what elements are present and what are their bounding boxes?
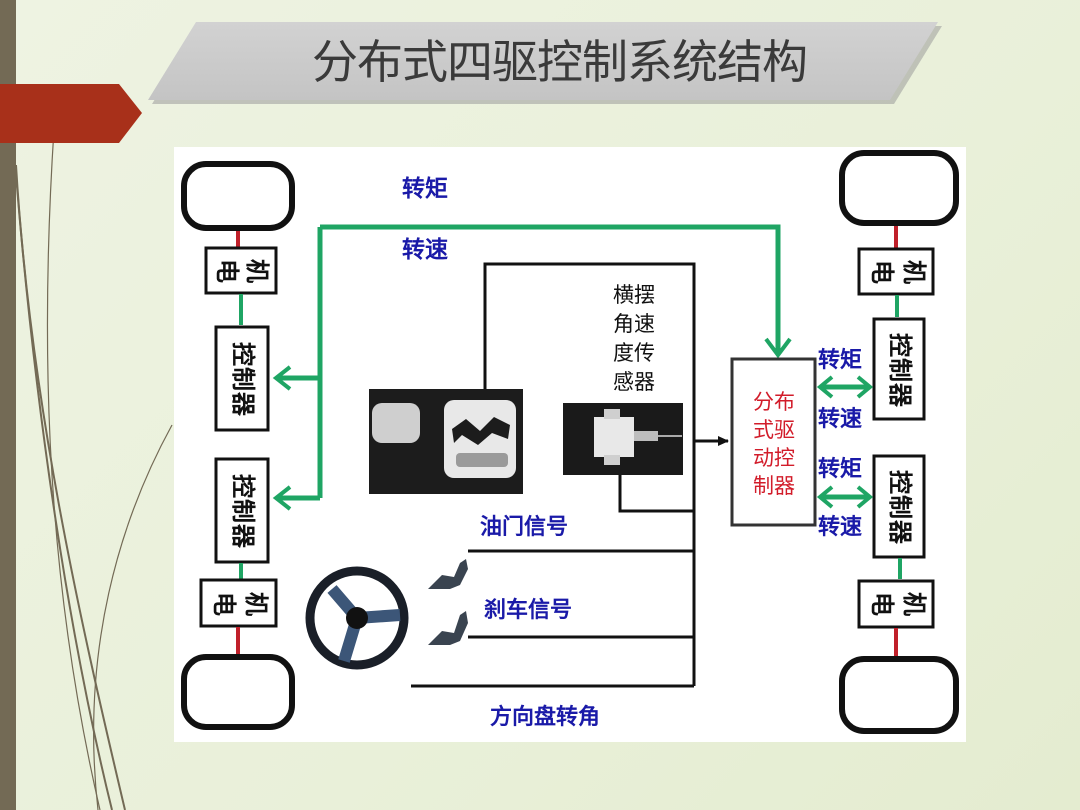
- svg-text:制: 制: [229, 367, 257, 391]
- right-rear-controller: 控 制 器: [872, 454, 926, 559]
- label-speed-top: 转速: [402, 236, 448, 263]
- svg-text:机: 机: [242, 592, 270, 616]
- svg-text:机: 机: [900, 260, 928, 284]
- left-front-wheel: [181, 161, 295, 231]
- label-steering-angle: 方向盘转角: [490, 704, 600, 730]
- right-rear-bidirectional-arrow: [816, 485, 874, 509]
- svg-text:横摆: 横摆: [613, 283, 655, 307]
- left-front-controller: 控 制 器: [214, 325, 270, 432]
- right-front-motor: 电 机: [857, 247, 935, 296]
- svg-text:分布: 分布: [753, 390, 795, 414]
- torque-speed-bus: [272, 224, 792, 511]
- shifter-signal-line: [483, 262, 696, 511]
- right-front-bidirectional-arrow: [816, 375, 874, 399]
- svg-text:器: 器: [229, 523, 257, 549]
- label-right-front-speed: 转速: [818, 406, 862, 432]
- label-right-rear-torque: 转矩: [818, 456, 862, 482]
- right-rear-wheel: [839, 656, 959, 734]
- svg-text:制: 制: [886, 358, 914, 382]
- pedals-image: [428, 559, 468, 645]
- label-throttle-signal: 油门信号: [480, 514, 568, 540]
- right-rear-motor: 电 机: [857, 579, 935, 629]
- svg-text:器: 器: [886, 519, 914, 545]
- signal-bus: [411, 511, 696, 688]
- section-marker-tab: [0, 84, 142, 143]
- svg-text:电: 电: [213, 259, 241, 283]
- central-controller: 分布 式驱 动控 制器: [730, 357, 817, 527]
- svg-text:电: 电: [868, 592, 896, 616]
- svg-text:制: 制: [886, 495, 914, 519]
- svg-text:制: 制: [229, 499, 257, 523]
- svg-text:控: 控: [229, 474, 257, 498]
- left-accent-bar: [0, 0, 16, 810]
- svg-text:度传: 度传: [613, 341, 655, 365]
- system-diagram: 电 机 控 制 器 控 制 器 电 机: [174, 147, 966, 742]
- svg-text:式驱: 式驱: [753, 418, 795, 442]
- decorative-curves: [15, 99, 173, 810]
- label-right-front-torque: 转矩: [818, 347, 862, 373]
- svg-text:器: 器: [886, 382, 914, 408]
- yaw-signal-line: [618, 475, 694, 513]
- svg-text:电: 电: [868, 260, 896, 284]
- label-brake-signal: 刹车信号: [484, 597, 572, 623]
- left-rear-motor: 电 机: [199, 578, 278, 628]
- svg-text:器: 器: [229, 391, 257, 417]
- svg-text:感器: 感器: [613, 370, 655, 394]
- yaw-sensor-image: [563, 403, 683, 475]
- right-front-controller: 控 制 器: [872, 317, 926, 421]
- slide-title: 分布式四驱控制系统结构: [312, 35, 808, 89]
- svg-text:机: 机: [243, 259, 271, 283]
- svg-text:电: 电: [210, 592, 238, 616]
- svg-text:机: 机: [900, 592, 928, 616]
- svg-text:控: 控: [886, 470, 914, 494]
- left-rear-controller: 控 制 器: [214, 457, 270, 564]
- title-banner: [148, 22, 938, 100]
- label-right-rear-speed: 转速: [818, 514, 862, 540]
- svg-text:控: 控: [886, 333, 914, 357]
- svg-text:控: 控: [229, 342, 257, 366]
- steering-wheel-image: [305, 566, 409, 670]
- left-front-motor: 电 机: [204, 246, 278, 295]
- gear-shifter-image: [369, 389, 523, 494]
- svg-text:制器: 制器: [753, 474, 795, 498]
- left-rear-wheel: [181, 654, 295, 730]
- label-torque-top: 转矩: [402, 175, 448, 202]
- right-front-wheel: [839, 150, 959, 226]
- svg-text:动控: 动控: [753, 446, 795, 470]
- svg-text:角速: 角速: [613, 312, 655, 336]
- yaw-sensor-label: 横摆 角速 度传 感器: [613, 283, 655, 394]
